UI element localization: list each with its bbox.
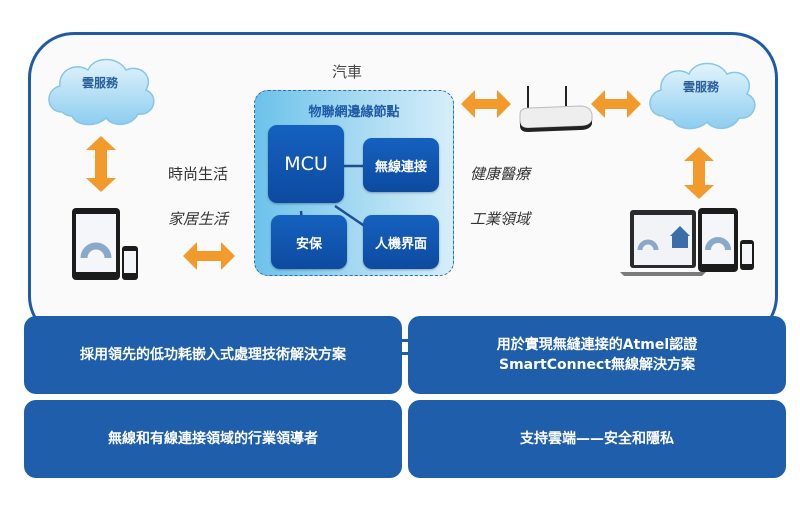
label-home-life: 家居生活	[168, 210, 229, 228]
label-industrial: 工業領域	[470, 210, 531, 228]
node-title: 物聯網邊緣節點	[308, 105, 400, 120]
cloud-left-label: 雲服務	[81, 76, 118, 90]
cloud-right-label: 雲服務	[682, 80, 719, 94]
cloud-left: 雲服務	[42, 50, 158, 130]
arrow-horizontal-left-icon	[183, 242, 235, 270]
feature-text-line2: SmartConnect無線解決方案	[498, 357, 696, 373]
cloud-right: 雲服務	[643, 54, 759, 134]
laptop-tablet-phone-icon	[620, 208, 754, 276]
feature-connector	[398, 352, 412, 355]
label-automotive: 汽車	[332, 63, 363, 81]
router-icon	[519, 86, 593, 132]
feature-cloud-security: 支持雲端——安全和隱私	[408, 400, 786, 478]
mcu-block: MCU	[268, 125, 344, 203]
label-healthcare: 健康醫療	[470, 165, 531, 183]
tablet-phone-icon	[72, 208, 138, 280]
wireless-block: 無線連接	[363, 138, 439, 192]
arrow-node-router-icon	[461, 90, 511, 118]
arrow-router-cloud-icon	[591, 90, 641, 118]
iot-edge-node: 物聯網邊緣節點 MCU 無線連接 安保 人機界面	[254, 90, 454, 276]
cloud-icon	[48, 58, 155, 126]
security-block: 安保	[271, 215, 347, 269]
feature-smartconnect: 用於實現無縫連接的Atmel認證 SmartConnect無線解決方案	[408, 316, 786, 394]
feature-text: 採用領先的低功耗嵌入式處理技術解決方案	[80, 347, 346, 363]
hmi-block: 人機界面	[363, 215, 439, 269]
arrow-vertical-right-icon	[684, 147, 714, 199]
feature-low-power: 採用領先的低功耗嵌入式處理技術解決方案	[24, 316, 402, 394]
label-fashion-life: 時尚生活	[168, 165, 229, 183]
feature-text-line1: 用於實現無縫連接的Atmel認證	[496, 337, 698, 353]
arrow-vertical-left-icon	[86, 136, 116, 192]
feature-text: 支持雲端——安全和隱私	[520, 431, 674, 447]
cloud-icon	[649, 62, 756, 130]
feature-industry-leader: 無線和有線連接領域的行業領導者	[24, 400, 402, 478]
feature-text: 無線和有線連接領域的行業領導者	[108, 431, 318, 447]
